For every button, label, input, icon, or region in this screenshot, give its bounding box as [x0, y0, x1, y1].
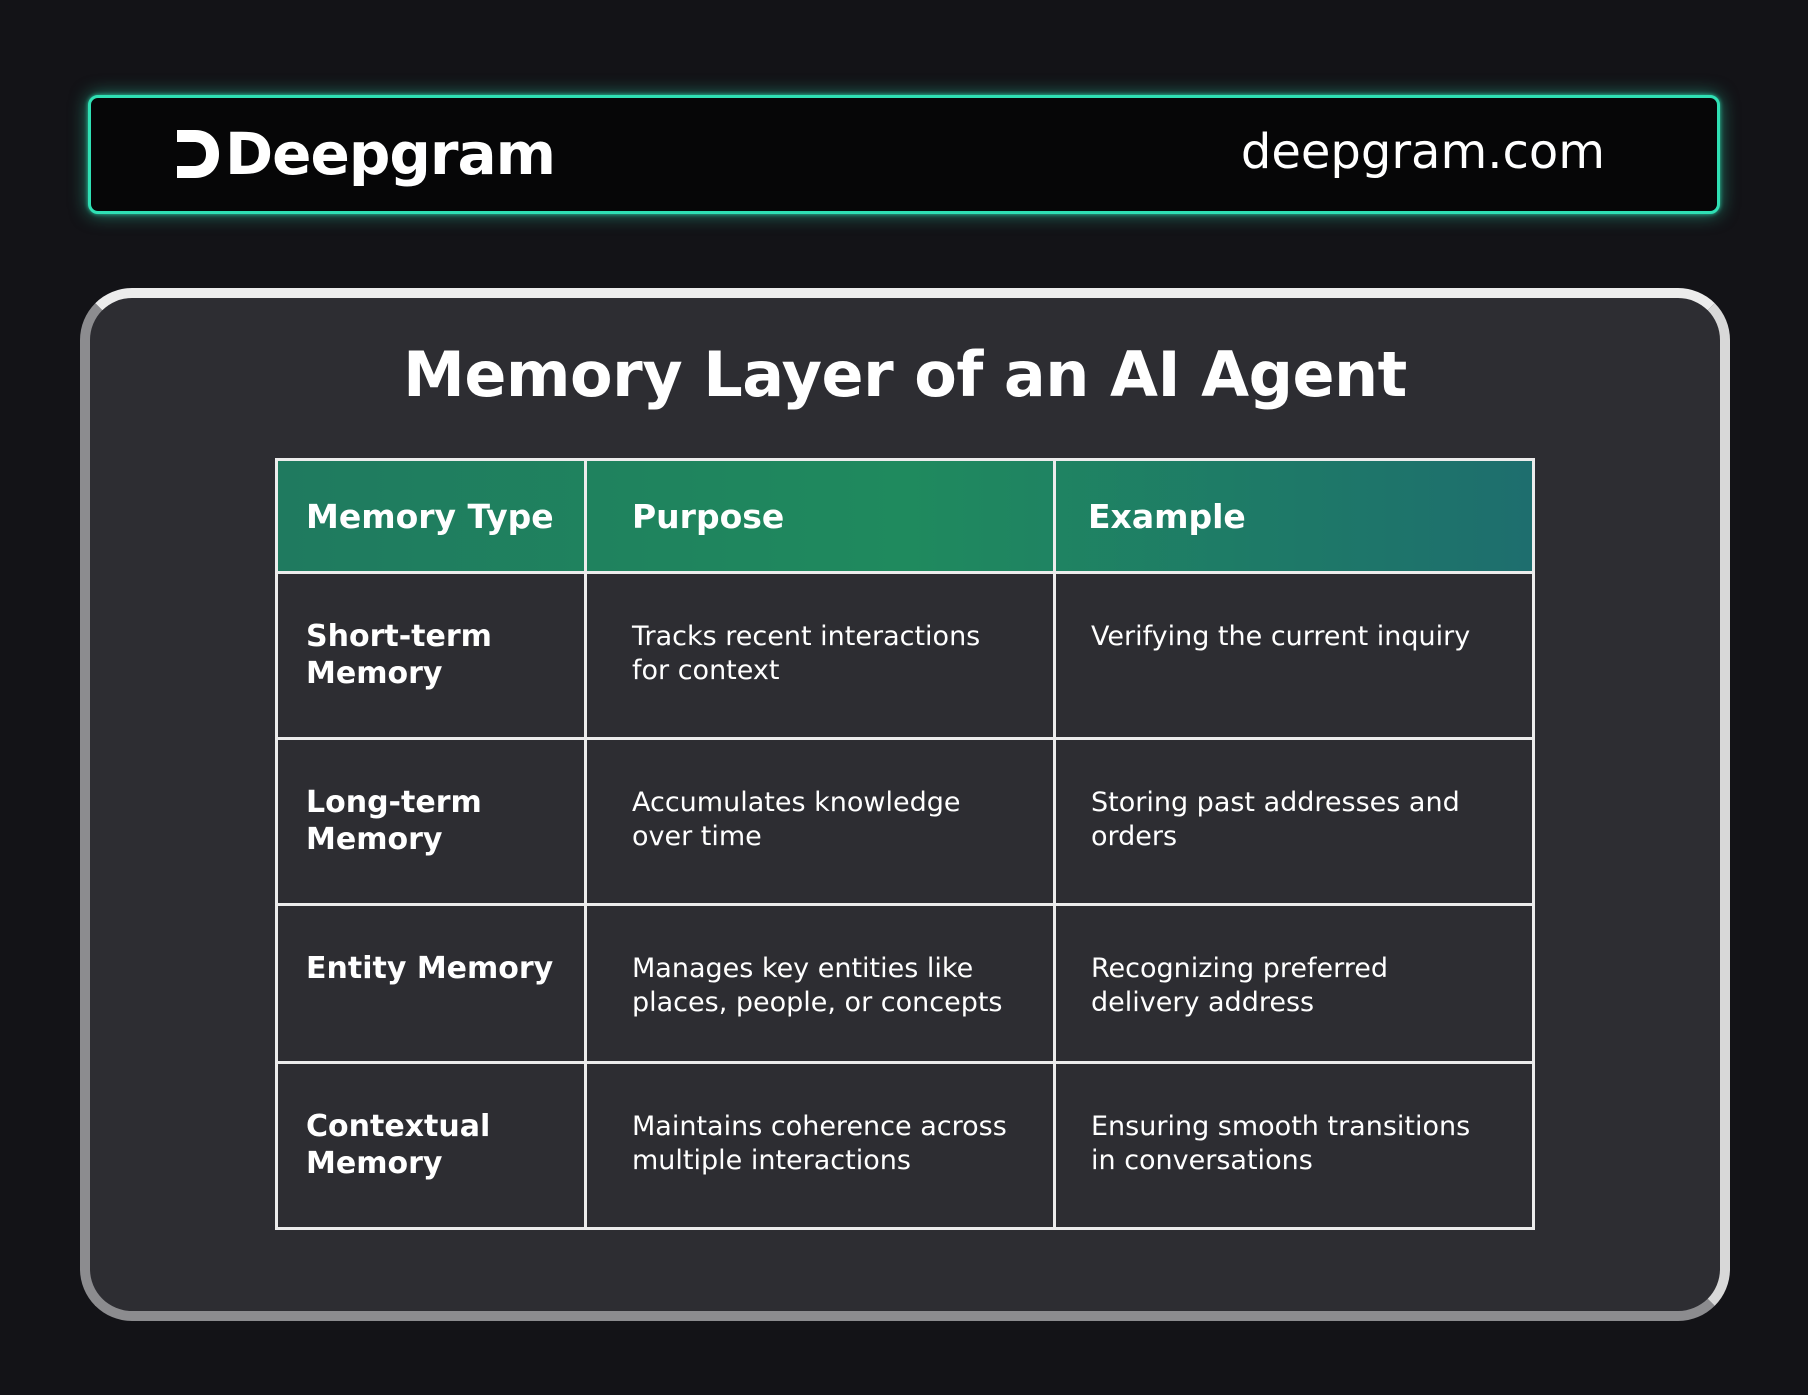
header-bar: Deepgram deepgram.com: [88, 95, 1720, 214]
table-row: Entity Memory Manages key entities like …: [275, 903, 1535, 1064]
deepgram-d-icon: [177, 130, 219, 178]
table-row: Short-term Memory Tracks recent interact…: [275, 571, 1535, 740]
column-header-memory-type: Memory Type: [275, 458, 587, 574]
table-row: Contextual Memory Maintains coherence ac…: [275, 1061, 1535, 1230]
column-header-purpose: Purpose: [584, 458, 1056, 574]
brand-wordmark: Deepgram: [225, 120, 556, 188]
content-card: Memory Layer of an AI Agent Memory Type …: [80, 288, 1730, 1321]
column-header-example: Example: [1053, 458, 1535, 574]
purpose-cell: Manages key entities like places, people…: [584, 903, 1056, 1064]
purpose-cell: Maintains coherence across multiple inte…: [584, 1061, 1056, 1230]
memory-type-cell: Long-term Memory: [275, 737, 587, 906]
example-cell: Storing past addresses and orders: [1053, 737, 1535, 906]
table-row: Long-term Memory Accumulates knowledge o…: [275, 737, 1535, 906]
memory-type-cell: Entity Memory: [275, 903, 587, 1064]
memory-type-cell: Short-term Memory: [275, 571, 587, 740]
example-cell: Ensuring smooth transitions in conversat…: [1053, 1061, 1535, 1230]
memory-type-cell: Contextual Memory: [275, 1061, 587, 1230]
memory-table: Memory Type Purpose Example Short-term M…: [275, 458, 1535, 1230]
page-title: Memory Layer of an AI Agent: [403, 338, 1407, 411]
purpose-cell: Accumulates knowledge over time: [584, 737, 1056, 906]
website-link[interactable]: deepgram.com: [1240, 124, 1605, 180]
purpose-cell: Tracks recent interactions for context: [584, 571, 1056, 740]
example-cell: Recognizing preferred delivery address: [1053, 903, 1535, 1064]
deepgram-logo[interactable]: Deepgram: [175, 118, 556, 190]
table-header-row: Memory Type Purpose Example: [275, 458, 1535, 574]
example-cell: Verifying the current inquiry: [1053, 571, 1535, 740]
